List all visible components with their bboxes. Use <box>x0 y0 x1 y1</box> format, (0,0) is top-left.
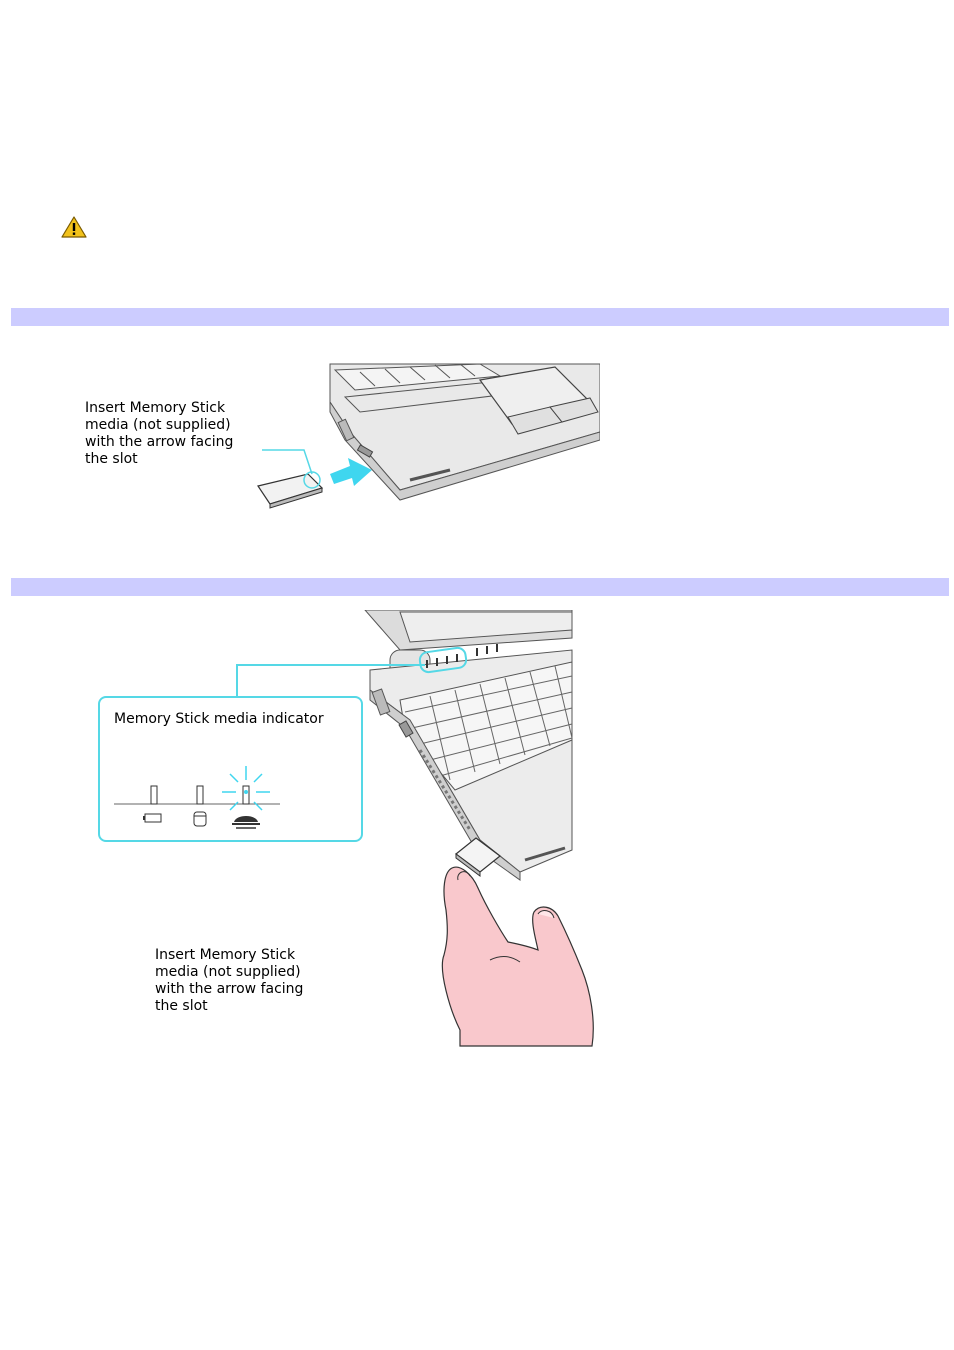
laptop-insert-illustration <box>250 362 600 512</box>
indicator-label: Memory Stick media indicator <box>114 711 324 728</box>
battery-icon <box>143 814 161 822</box>
figure2-caption: Insert Memory Stick media (not supplied)… <box>155 947 303 1015</box>
drive-icon <box>194 812 206 826</box>
hand <box>442 867 593 1046</box>
section-divider-bar <box>11 308 949 326</box>
memory-stick-icon <box>232 816 260 828</box>
figure1-caption: Insert Memory Stick media (not supplied)… <box>85 400 233 468</box>
warning-icon <box>61 216 87 238</box>
memory-stick <box>258 474 322 508</box>
laptop-body <box>365 610 572 880</box>
callout-line <box>262 450 312 474</box>
indicator-callout-box: Memory Stick media indicator <box>98 696 363 842</box>
callout-line <box>230 660 430 700</box>
section-divider-bar <box>11 578 949 596</box>
laptop-body <box>330 364 600 500</box>
indicator-panel <box>112 762 282 832</box>
